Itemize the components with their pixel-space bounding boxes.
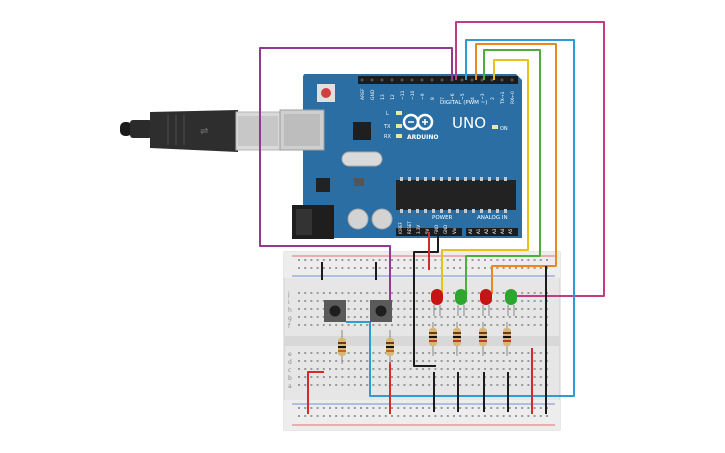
wire-yellow <box>441 59 529 294</box>
pin-label: GND <box>434 225 439 234</box>
row-letter: h <box>288 307 292 314</box>
l-label: L <box>386 111 389 117</box>
resistor <box>453 322 461 356</box>
resistor <box>338 330 346 364</box>
pin-label: IOREF <box>398 221 403 234</box>
resistor <box>429 322 437 356</box>
digital-label: DIGITAL (PWM ~) <box>440 100 487 106</box>
pin-label: 12 <box>390 94 396 100</box>
push-button <box>370 300 392 322</box>
resistor <box>503 322 511 356</box>
wire-black <box>413 232 439 367</box>
pin-label: ~3 <box>480 93 486 100</box>
pin-label: 5V <box>425 228 430 234</box>
pin-label: A0 <box>468 228 473 234</box>
wire-purple <box>259 47 453 300</box>
pin-label: 4 <box>470 97 476 100</box>
pin-label: GND <box>370 89 376 100</box>
pin-label: ~11 <box>400 90 406 100</box>
row-letter: a <box>288 383 292 390</box>
analog-label: ANALOG IN <box>477 215 508 221</box>
resistor <box>479 322 487 356</box>
rx-label: RX <box>384 134 391 140</box>
row-letter: c <box>288 367 291 374</box>
led-green <box>505 289 517 316</box>
pin-label: RESET <box>407 221 412 234</box>
on-label: ON <box>500 126 508 132</box>
wire-red-bottom <box>307 371 324 414</box>
tx-label: TX <box>383 124 391 130</box>
board-model: UNO <box>452 114 486 132</box>
push-button <box>324 300 346 322</box>
pin-label: ~6 <box>450 93 456 100</box>
pin-label: AREF <box>360 88 366 100</box>
usb-cable: ⇌ <box>120 110 281 152</box>
usb-icon: ⇌ <box>200 126 208 137</box>
row-letter: d <box>288 359 292 366</box>
row-letter: j <box>287 291 290 298</box>
pin-label: 13 <box>380 94 386 100</box>
pin-label: RX←0 <box>510 91 516 104</box>
resistor <box>386 330 394 364</box>
pin-label: A2 <box>484 228 489 234</box>
row-letter: b <box>288 375 292 382</box>
arduino-board: ARDUINO UNO ON L TX RX DIGITAL (PWM ~) P… <box>279 74 522 239</box>
row-letter: i <box>288 299 290 306</box>
pin-label: ~10 <box>410 90 416 100</box>
led-red <box>480 289 492 316</box>
pin-label: A1 <box>476 228 481 234</box>
pin-label: A4 <box>500 228 505 234</box>
wire-orange <box>475 43 557 294</box>
pin-label: Vin <box>452 227 457 234</box>
power-label: POWER <box>432 215 453 221</box>
led-red <box>431 289 443 316</box>
board-brand: ARDUINO <box>407 134 438 141</box>
row-letter: g <box>288 315 292 322</box>
pin-label: 2 <box>490 97 496 100</box>
wire-green <box>465 49 541 294</box>
pin-label: ~5 <box>460 93 466 100</box>
arduino-logo-icon <box>402 113 434 131</box>
pin-label: ~9 <box>420 93 426 100</box>
pin-label: A3 <box>492 228 497 234</box>
led-green <box>455 289 467 316</box>
breadboard: j i h g f e d c b a <box>283 251 561 431</box>
pin-label: GND <box>443 225 448 234</box>
pin-label: 7 <box>440 97 446 100</box>
row-letter: e <box>288 351 292 358</box>
pin-label: 3.3V <box>416 225 421 234</box>
pin-label: 8 <box>430 97 436 100</box>
pin-label: TX→1 <box>500 91 506 105</box>
row-letter: f <box>288 323 291 330</box>
pin-label: A5 <box>508 228 513 234</box>
